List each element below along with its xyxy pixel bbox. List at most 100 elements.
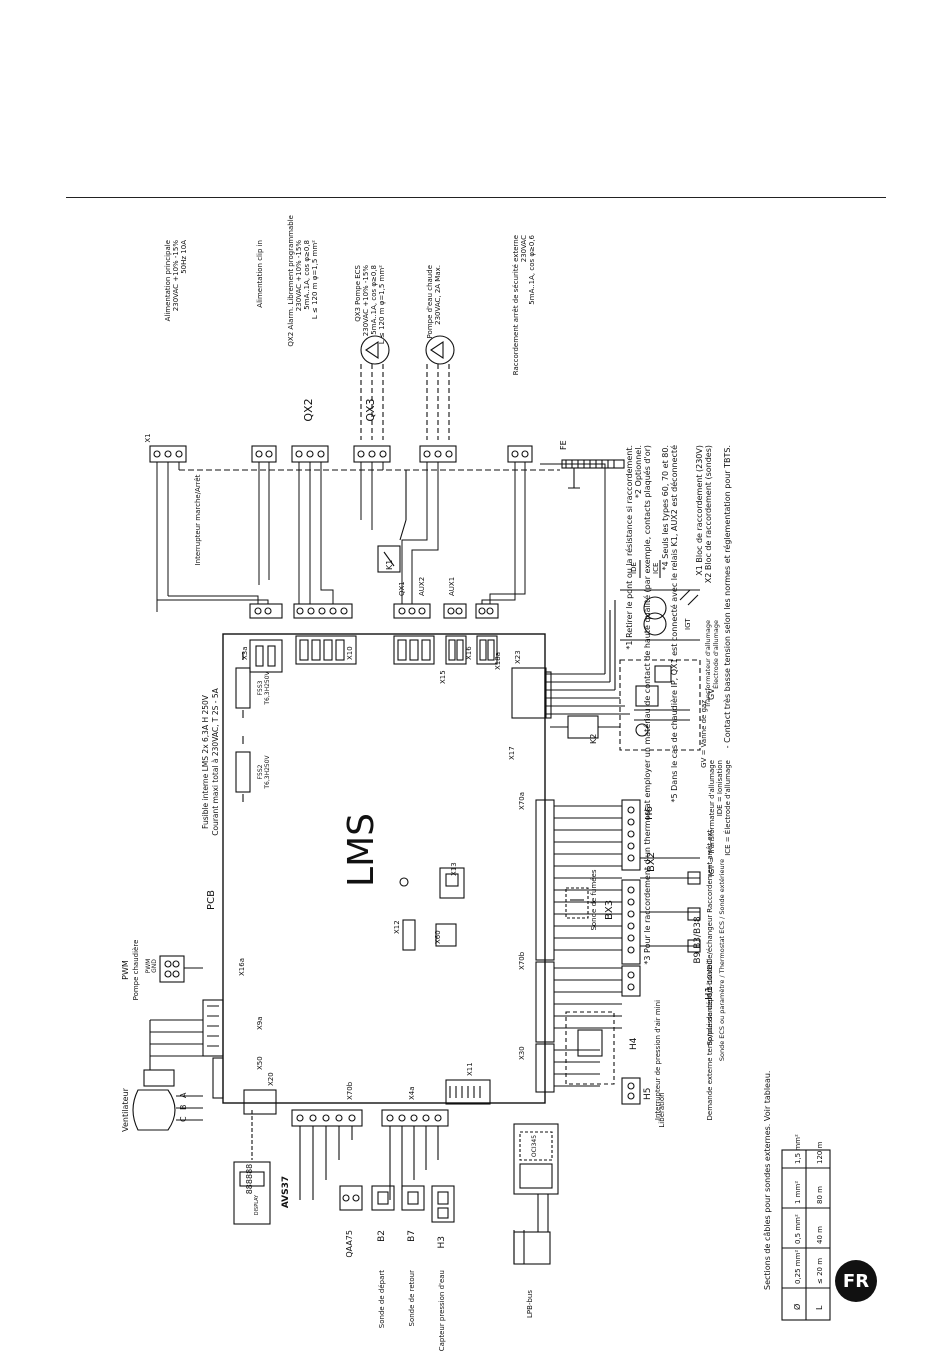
x1-label: X1 (144, 433, 152, 442)
header-rule (66, 197, 886, 198)
conn-label-x60: X60 (434, 930, 442, 944)
gas-ignition-note: Transformateur d'allumage (704, 620, 712, 709)
conn-label-x12: X12 (393, 920, 401, 934)
gas-legend-1: IGT = Transformateur d'allumage (708, 760, 716, 876)
conn-label-x3: X3a (241, 646, 249, 660)
conn-label-x13: X13 (450, 862, 458, 876)
avs37-title: AVS37 (281, 1176, 291, 1208)
gas-legend-0: GV = Vanne de gaz (700, 700, 708, 768)
safety-desc-1: 230VAC (520, 235, 528, 262)
fe-bar-label: FE (559, 440, 568, 450)
conn-label-x20: X20 (267, 1072, 275, 1086)
gas-electrode-note: Électrode d'allumage (711, 620, 720, 689)
avs37-unit (233, 1110, 271, 1225)
conn-label-x16: X16 (465, 646, 473, 660)
gas-label-k2: K2 (589, 734, 598, 744)
qx3-desc-1: 230VAC +10% -15% (362, 265, 370, 337)
bottom-sensor-blocks (339, 1185, 455, 1223)
note-star4: *4 Seuls les types 60, 70 et 80. (661, 445, 670, 570)
gas-label-ide: IDE (630, 562, 638, 574)
conn-label-x70a: X70a (518, 792, 526, 810)
board-title: LMS (341, 813, 382, 887)
conn-label-x30: X30 (518, 1046, 526, 1060)
lpb-module (513, 1123, 559, 1265)
top-connector-strip (249, 635, 498, 673)
gas-legend-3: ICE = Électrode d'allumage (723, 760, 732, 856)
lpb-title: LPB-bus (526, 1290, 534, 1318)
cable-row-1-section: 0,5 mm² (794, 1214, 802, 1244)
sensor-bx3-desc: Sonde de fumées (590, 869, 598, 930)
pwm-title: PWM (121, 960, 130, 980)
fuse-note-1: Fusible interne LMS 2x 6,3A H 250V (201, 694, 210, 829)
pwm-pin-0: PWM (145, 959, 152, 974)
sensor-b2-desc: Sonde de départ (378, 1270, 386, 1328)
clip-desc-0: Alimentation clip in (256, 240, 264, 308)
qx2-label: QX2 (302, 398, 315, 421)
cable-row-0-section: 0,25 mm² (794, 1250, 802, 1284)
note-x1: X1 Bloc de raccordement (230V) (695, 445, 704, 576)
conn-label-x17: X17 (508, 746, 516, 760)
avs37-button: DISPLAY (254, 1194, 260, 1215)
sensor-h6-id: H6 (644, 806, 655, 820)
pwm-pin-1: GND (151, 959, 158, 973)
cable-row-2-length: 80 m (816, 1186, 824, 1204)
sensor-h4-id: H4 (629, 1037, 639, 1050)
sensor-b2-id: B2 (377, 1230, 387, 1242)
relay-aux1-label: AUX1 (448, 577, 456, 596)
qx3-desc-2: 5mA..1A, cos φ≥0,8 (370, 265, 378, 335)
right-terminal-blocks (621, 799, 641, 1105)
note-tbts: - Contact très basse tension selon les n… (722, 445, 732, 748)
gas-legend-2: IDE = Ionisation (716, 760, 724, 816)
note-star5: *5 Dans le cas de chaudière IP, QX1 est … (669, 445, 679, 803)
pcb-board (222, 633, 546, 1104)
sensor-bx2-id: BX2 (646, 852, 657, 872)
fan-pin-b: B (179, 1105, 188, 1111)
relay-k2 (550, 715, 620, 739)
sensor-b9b38-id: B9 B3/B38 (693, 916, 703, 964)
fuse-rating-2: T6,3H250V (264, 670, 271, 705)
cable-row-0-length: ≤ 20 m (816, 1258, 824, 1284)
conn-label-x15: X15 (439, 670, 447, 684)
cable-header-1: L (815, 1305, 824, 1310)
qx3-desc-3: L ≤ 120 m φ=1,5 mm² (378, 265, 386, 344)
relay-k1 (377, 470, 407, 573)
pump-desc-1: 230VAC, 2A Max. (434, 265, 442, 325)
sensor-b9b38-desc: Sonde ECS ou paramètre / Thermostat ECS … (718, 859, 726, 1061)
conn-label-x70b: X70b (518, 951, 526, 970)
conn-label-x70b-bottom: X70b (346, 1081, 354, 1100)
sensor-h6-desc: Raccordement arrêt ext. (706, 827, 714, 912)
fe-bar (561, 459, 625, 489)
sensor-h5-id: H5 (643, 1088, 653, 1101)
sensor-h3-id: H3 (437, 1236, 447, 1249)
conn-label-x18a: X18a (494, 652, 502, 670)
pump-desc-0: Pompe d'eau chaude (426, 265, 434, 338)
cable-row-2-section: 1 mm² (794, 1181, 802, 1204)
fuse-label-2: F5S3 (257, 680, 264, 695)
lpb-module: OCI345 (531, 1135, 538, 1157)
pump-symbols (360, 335, 455, 440)
right-connector-strips (535, 799, 622, 1093)
upper-terminal-blocks (249, 603, 499, 619)
cable-row-1-length: 40 m (816, 1226, 824, 1244)
right-sensor-symbols (565, 857, 701, 1085)
pcb-label: PCB (206, 890, 217, 910)
board-fuses (235, 652, 251, 802)
fan-pin-c: C (179, 1116, 188, 1122)
qx3-label: QX3 (364, 398, 377, 421)
note-star3: *3 Pour le raccordement d'un thermostat … (642, 445, 652, 965)
gas-label-gv: GV (707, 688, 716, 700)
sensor-h1-id: H1 (704, 986, 715, 1000)
board-sockets (399, 867, 465, 951)
fan-symbol (132, 1069, 203, 1131)
language-badge: FR (835, 1260, 877, 1302)
fan-pin-a: A (179, 1092, 188, 1098)
conn-label-x4a: X4a (408, 1086, 416, 1100)
cable-header-0: Ø (792, 1304, 802, 1310)
conn-label-x10: X10 (346, 646, 354, 660)
sensor-h5-desc: Libération (658, 1092, 666, 1127)
qx2-desc-3: L ≤ 120 m φ=1,5 mm² (311, 240, 319, 319)
fuse-note-2: Courant maxi total à 230VAC, T 2S - 5A (211, 687, 220, 835)
x1-desc-1: 230VAC +10% -15% (172, 240, 180, 312)
